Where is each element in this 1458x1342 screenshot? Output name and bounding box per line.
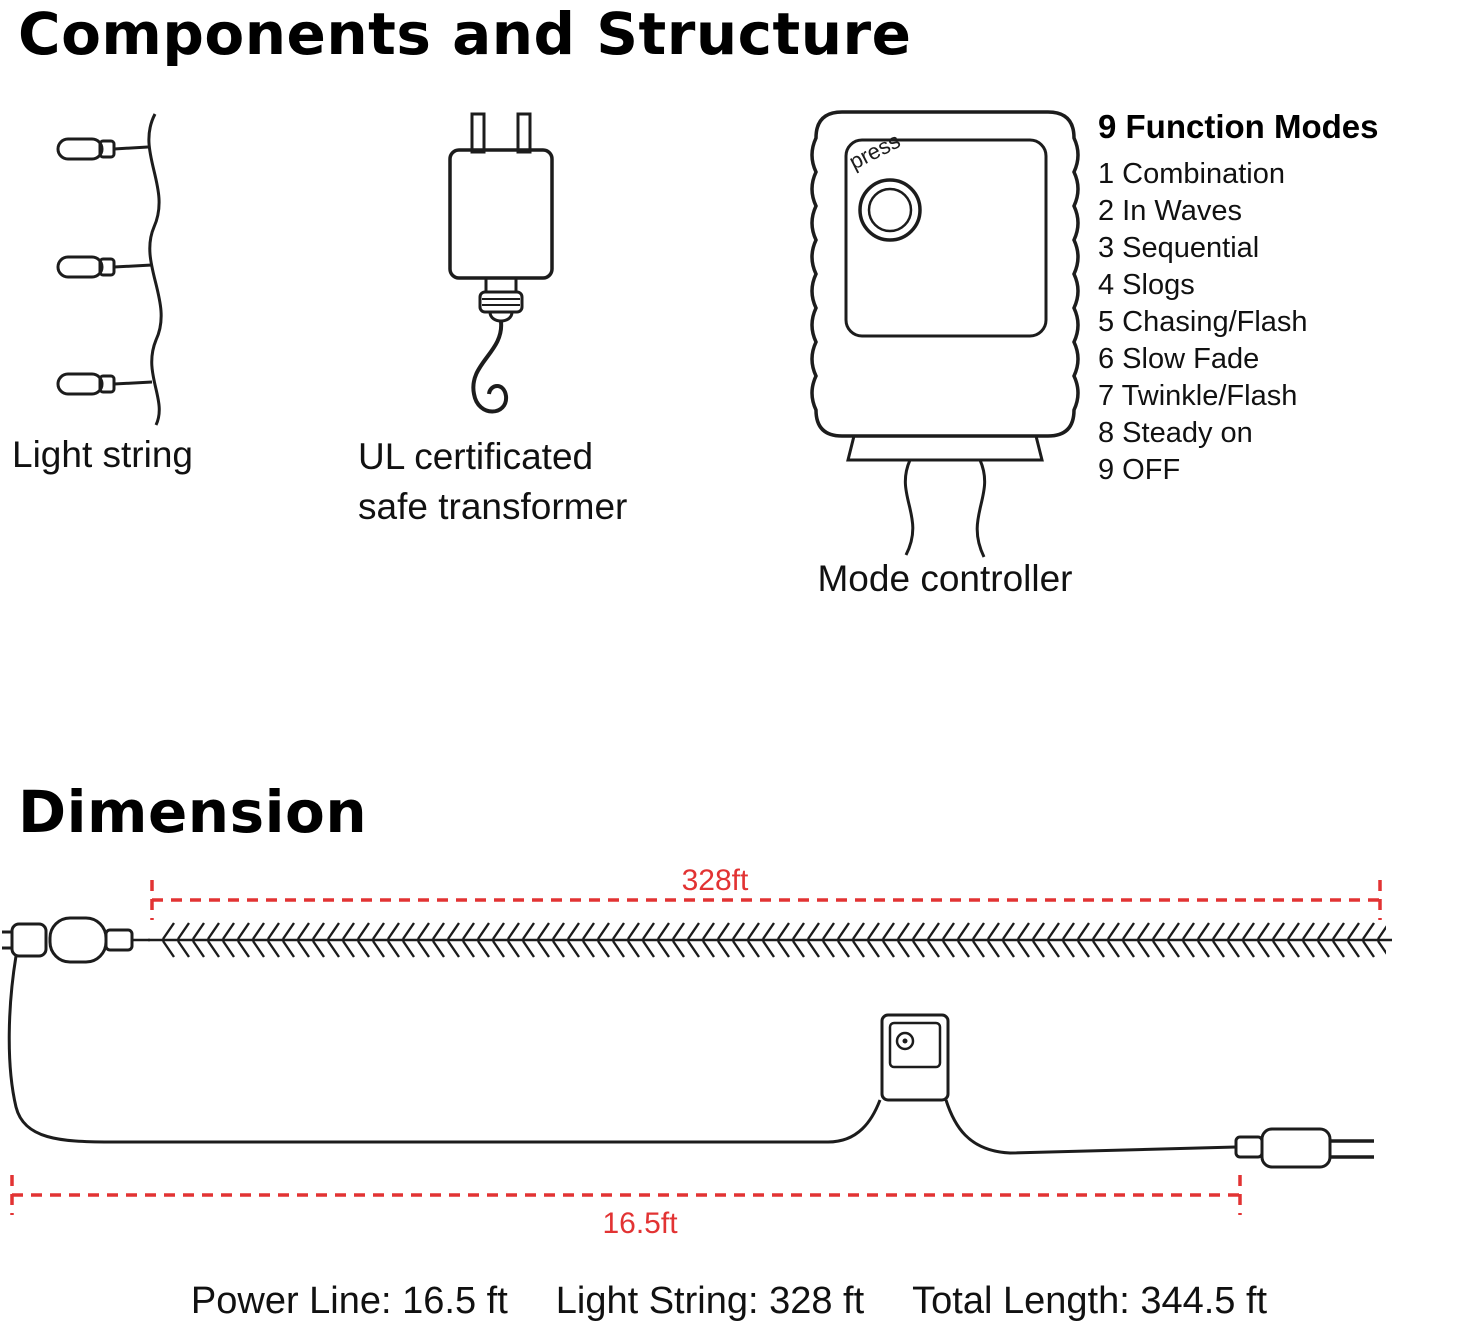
transformer-label-line1: UL certificated <box>358 436 594 477</box>
mode-item: 3 Sequential <box>1098 232 1260 264</box>
transformer-illustration <box>448 112 554 414</box>
transformer-neck <box>484 276 518 294</box>
press-label: press <box>845 128 904 175</box>
function-modes-list: 9 Function Modes 1 Combination 2 In Wave… <box>1098 108 1458 489</box>
light-string-length-label: 328ft <box>682 864 749 897</box>
mode-item: 4 Slogs <box>1098 269 1195 301</box>
plug-prong <box>470 112 486 154</box>
cable-collar <box>478 290 524 314</box>
power-line-wire <box>7 955 882 1144</box>
bulb <box>56 372 153 396</box>
mode-item: 8 Steady on <box>1098 417 1253 449</box>
summary-light-string: Light String: 328 ft <box>555 1280 865 1322</box>
dimension-diagram: 328ft 16.5f <box>2 864 1392 1240</box>
transformer-body <box>448 148 554 280</box>
function-modes-title: 9 Function Modes <box>1098 108 1379 145</box>
inline-controller <box>880 1013 950 1102</box>
summary-power-line: Power Line: 16.5 ft <box>190 1280 508 1322</box>
collar-ribs <box>482 298 520 306</box>
length-summary: Power Line: 16.5 ft Light String: 328 ft… <box>0 1280 1458 1323</box>
mode-controller-illustration: press <box>810 110 1080 558</box>
dimension-section-title: Dimension <box>18 778 368 846</box>
power-plug <box>1234 1127 1374 1169</box>
summary-total-length: Total Length: 344.5 ft <box>912 1280 1268 1322</box>
plug-prong <box>516 112 532 154</box>
bulb <box>56 137 149 161</box>
controller-body <box>810 110 1080 438</box>
power-line-length-label: 16.5ft <box>602 1207 678 1240</box>
controller-wire <box>975 459 987 558</box>
mode-item: 7 Twinkle/Flash <box>1098 380 1298 412</box>
light-string-wire <box>147 113 163 426</box>
mode-item: 2 In Waves <box>1098 195 1242 227</box>
mode-item: 5 Chasing/Flash <box>1098 306 1308 338</box>
cable-hook <box>471 321 509 414</box>
controller-panel <box>844 138 1048 338</box>
components-section-title: Components and Structure <box>18 0 912 68</box>
mode-item: 6 Slow Fade <box>1098 343 1260 375</box>
mode-item: 1 Combination <box>1098 158 1285 190</box>
transformer-label: UL certificated safe transformer <box>358 432 627 532</box>
mode-button <box>867 187 913 233</box>
bulb <box>56 255 153 279</box>
mode-button-outer <box>858 178 922 242</box>
transformer-label-line2: safe transformer <box>358 486 628 527</box>
controller-wire <box>903 459 915 556</box>
cable-taper <box>488 311 514 323</box>
mode-controller-label: Mode controller <box>817 558 1073 599</box>
light-string-label: Light string <box>12 434 193 475</box>
light-string-texture <box>160 920 1386 960</box>
mode-item: 9 OFF <box>1098 454 1181 486</box>
string-connector <box>2 916 150 964</box>
controller-base <box>846 435 1044 462</box>
light-string-illustration <box>56 113 163 426</box>
power-line-wire <box>944 1099 1237 1155</box>
